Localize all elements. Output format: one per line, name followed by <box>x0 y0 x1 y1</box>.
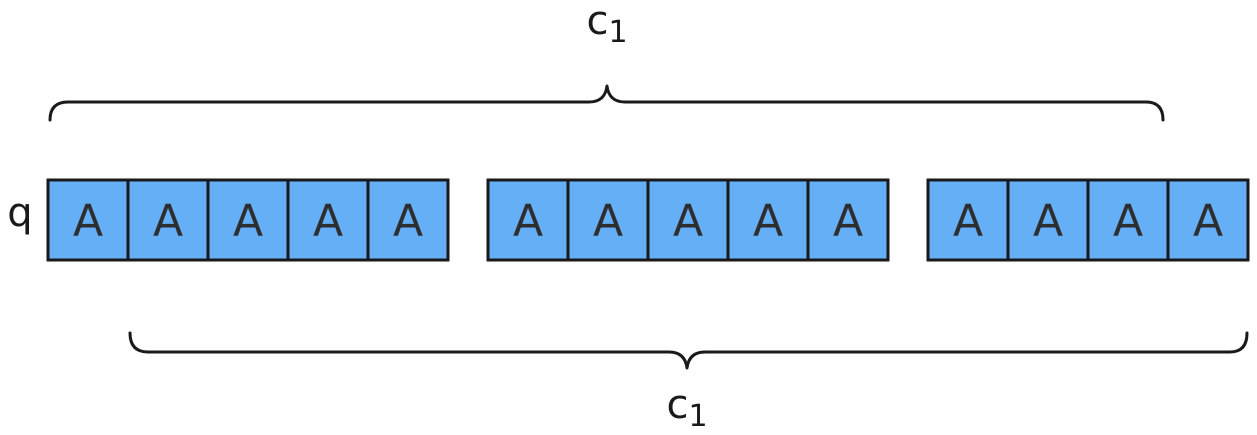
cell-value: A <box>833 196 863 247</box>
cell-box <box>206 178 290 262</box>
cell: A <box>566 178 650 262</box>
cell: A <box>1086 178 1170 262</box>
bottom-brace-label-subscript: 1 <box>688 399 707 434</box>
cell-value: A <box>953 196 983 247</box>
cell: A <box>366 178 450 262</box>
cell-box <box>726 178 810 262</box>
cell-box <box>806 178 890 262</box>
cell: A <box>206 178 290 262</box>
cell: A <box>486 178 570 262</box>
top-brace-label: c1 <box>586 0 627 50</box>
cell-box <box>366 178 450 262</box>
cell-value: A <box>393 196 423 247</box>
cell: A <box>646 178 730 262</box>
top-brace-label-subscript: 1 <box>608 15 627 50</box>
bottom-brace-label-main: c <box>666 382 688 428</box>
cell: A <box>726 178 810 262</box>
cell-box <box>1166 178 1250 262</box>
cell-value: A <box>593 196 623 247</box>
cell: A <box>1166 178 1250 262</box>
row-label: q <box>7 190 32 236</box>
cell-value: A <box>1113 196 1143 247</box>
cell-box <box>646 178 730 262</box>
cell-value: A <box>1193 196 1223 247</box>
cell-value: A <box>513 196 543 247</box>
cell-value: A <box>73 196 103 247</box>
cell-value: A <box>753 196 783 247</box>
bottom-brace-label: c1 <box>666 382 707 434</box>
cell: A <box>46 178 130 262</box>
cell-box <box>1086 178 1170 262</box>
top-brace-label-main: c <box>586 0 608 44</box>
cell-box <box>1006 178 1090 262</box>
cell: A <box>806 178 890 262</box>
cell: A <box>926 178 1010 262</box>
top-brace <box>48 84 1165 122</box>
cell-box <box>486 178 570 262</box>
cell-value: A <box>153 196 183 247</box>
cell-box <box>126 178 210 262</box>
cell: A <box>1006 178 1090 262</box>
cell-value: A <box>313 196 343 247</box>
cell-box <box>566 178 650 262</box>
cell-value: A <box>233 196 263 247</box>
cell: A <box>126 178 210 262</box>
cell-value: A <box>1033 196 1063 247</box>
cell-value: A <box>673 196 703 247</box>
cell-box <box>46 178 130 262</box>
bottom-brace <box>128 331 1249 370</box>
cell: A <box>286 178 370 262</box>
